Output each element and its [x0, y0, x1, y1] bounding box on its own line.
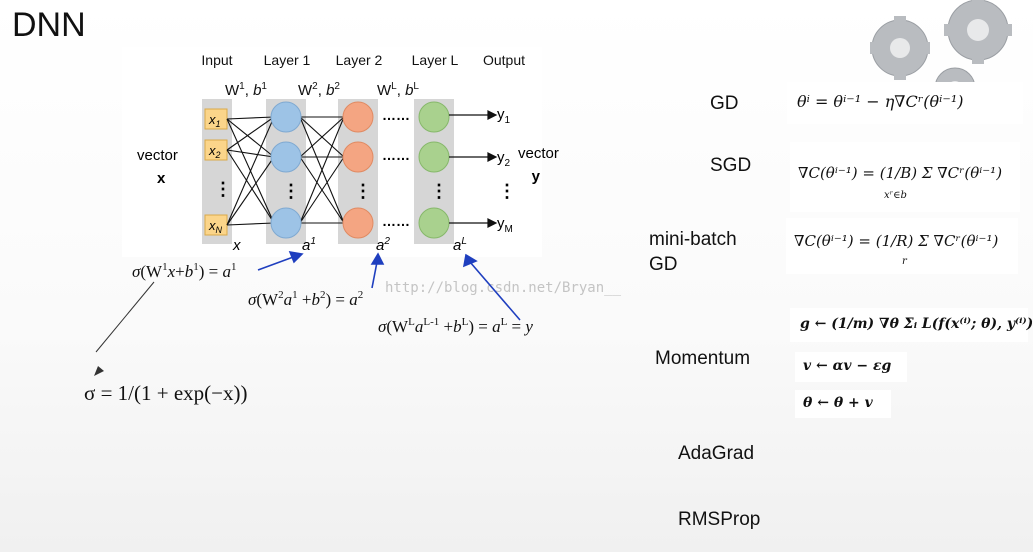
output-yM: yM	[497, 215, 513, 235]
equation-3: σ(WLaL-1 +bL) = aL = y	[378, 316, 533, 336]
vdots-output: ⋮	[498, 181, 516, 201]
watermark: http://blog.csdn.net/Bryan__	[385, 280, 622, 296]
weight-label-2: W2, b2	[298, 81, 340, 99]
momentum-formula-box-3: θ ← θ + v	[795, 390, 891, 418]
sgd-sum-sub: xʳ∈b	[884, 190, 907, 201]
vdots-layer2: ⋮	[354, 181, 372, 201]
output-y1: y1	[497, 106, 511, 126]
minibatch-formula-box: ∇C(θⁱ⁻¹) = (1/R) Σ ∇Cʳ(θⁱ⁻¹) r	[786, 218, 1018, 274]
header-layer1: Layer 1	[264, 52, 311, 68]
sigmoid-formula: σ = 1/(1 + exp(−x))	[84, 381, 248, 405]
momentum-formula-2: v ← αv − εg	[803, 358, 892, 374]
header-input: Input	[201, 52, 232, 68]
hdots-1: ……	[382, 107, 410, 123]
weight-label-1: W1, b1	[225, 81, 267, 99]
sigmoid-arrowhead	[94, 366, 104, 376]
gd-formula: θⁱ = θⁱ⁻¹ − η∇Cʳ(θⁱ⁻¹)	[797, 92, 964, 111]
header-output: Output	[483, 52, 525, 68]
optimizer-momentum: Momentum	[655, 348, 751, 369]
sgd-formula: ∇C(θⁱ⁻¹) = (1/B) Σ ∇Cʳ(θⁱ⁻¹)	[798, 164, 1003, 182]
activation-x: x	[232, 237, 241, 254]
network-panel	[122, 47, 542, 257]
momentum-formula-1: g ← (1/m) ∇θ Σᵢ L(f(x⁽ⁱ⁾; θ), y⁽ⁱ⁾)	[800, 316, 1033, 332]
sgd-formula-box: ∇C(θⁱ⁻¹) = (1/B) Σ ∇Cʳ(θⁱ⁻¹) xʳ∈b	[790, 142, 1020, 212]
left-label-vector: vector	[137, 147, 178, 164]
minibatch-sum-sub: r	[902, 256, 907, 267]
vdots-layer1: ⋮	[282, 181, 300, 201]
hdots-2: ……	[382, 147, 410, 163]
right-label-y: y	[532, 168, 541, 185]
minibatch-formula: ∇C(θⁱ⁻¹) = (1/R) Σ ∇Cʳ(θⁱ⁻¹)	[794, 232, 999, 250]
optimizer-rmsprop: RMSProp	[678, 509, 761, 530]
equation-2: σ(W2a1 +b2) = a2	[248, 289, 363, 309]
optimizer-gd: GD	[710, 93, 739, 114]
right-label-vector: vector	[518, 145, 559, 162]
network-diagram: Input Layer 1 Layer 2 Layer L Output W1,…	[137, 52, 559, 254]
momentum-formula-box-2: v ← αv − εg	[795, 352, 907, 382]
left-label-x: x	[157, 170, 166, 187]
vdots-layerL: ⋮	[430, 181, 448, 201]
layer-equations: σ(W1x+b1) = a1 σ(W2a1 +b2) = a2 σ(WLaL-1…	[95, 250, 622, 353]
gd-formula-box: θⁱ = θⁱ⁻¹ − η∇Cʳ(θⁱ⁻¹)	[787, 82, 1023, 124]
momentum-formula-3: θ ← θ + v	[803, 395, 873, 411]
momentum-formula-box-1: g ← (1/m) ∇θ Σᵢ L(f(x⁽ⁱ⁾; θ), y⁽ⁱ⁾)	[790, 308, 1033, 342]
optimizer-minibatch: mini-batch GD	[649, 229, 737, 275]
slide-title: DNN	[12, 6, 86, 44]
hdots-3: ……	[382, 213, 410, 229]
optimizer-adagrad: AdaGrad	[678, 443, 755, 464]
header-layer2: Layer 2	[336, 52, 383, 68]
optimizer-sgd: SGD	[710, 155, 752, 176]
weight-label-L: WL, bL	[377, 81, 419, 99]
vdots-input: ⋮	[214, 179, 232, 199]
header-layerL: Layer L	[412, 52, 459, 68]
output-y2: y2	[497, 149, 511, 169]
equation-1: σ(W1x+b1) = a1	[132, 261, 237, 281]
